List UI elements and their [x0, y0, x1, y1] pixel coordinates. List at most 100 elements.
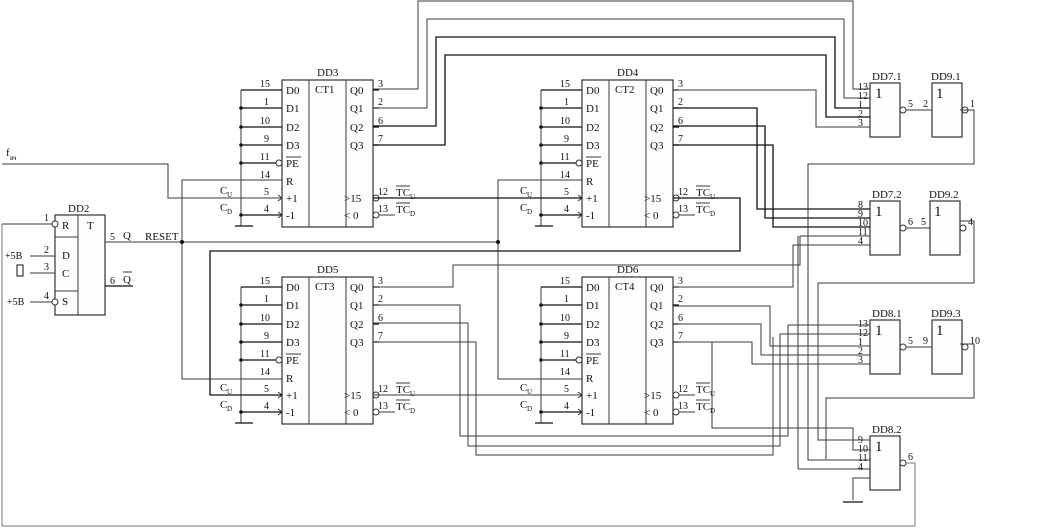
- pin-label: >15: [644, 193, 662, 205]
- pin-number: 12: [678, 384, 688, 395]
- pin-number: 4: [858, 462, 863, 473]
- pin-number: 2: [678, 294, 683, 305]
- pin-number: 4: [564, 204, 569, 215]
- pin-number: 3: [44, 262, 49, 273]
- net-label: TC: [696, 401, 710, 413]
- net-label: TC: [396, 187, 410, 199]
- pin-number: 11: [260, 349, 270, 360]
- pin-number: 1: [858, 100, 863, 111]
- gate-title: DD7.2: [872, 189, 902, 201]
- pin-number: 9: [858, 209, 863, 220]
- dd2-title: DD2: [68, 203, 89, 215]
- pin-label: R: [586, 176, 594, 188]
- dd2-pin-s: S: [62, 296, 68, 308]
- pin-number: 4: [858, 236, 863, 247]
- input-f-sub: вч: [10, 154, 17, 162]
- net-label-sub: U: [710, 193, 715, 201]
- pin-number: 15: [260, 79, 270, 90]
- clock-edge-icon: [277, 408, 283, 416]
- pin-label: PE: [286, 158, 299, 170]
- pin-label: D2: [286, 122, 299, 134]
- pin-number: 6: [678, 313, 683, 324]
- pin-number: 14: [560, 170, 570, 181]
- gate-title: DD7.1: [872, 71, 902, 83]
- net-label-sub: D: [410, 407, 415, 415]
- counter-title: DD5: [317, 264, 339, 276]
- pin-number: 14: [260, 367, 270, 378]
- net-label: C: [220, 399, 227, 411]
- inversion-bubble: [51, 298, 59, 306]
- pin-number: 1: [564, 97, 569, 108]
- pin-number: 4: [264, 401, 269, 412]
- pin-number: 11: [858, 227, 868, 238]
- pin-number: 12: [378, 187, 388, 198]
- pin-number: 5: [264, 384, 269, 395]
- pin-label: < 0: [644, 407, 659, 419]
- pin-label: Q0: [350, 282, 364, 294]
- pin-number: 2: [858, 346, 863, 357]
- dd2-out-q: Q: [123, 230, 131, 242]
- pin-number: 4: [44, 291, 49, 302]
- pin-number: 1: [264, 97, 269, 108]
- pin-number: 2: [678, 97, 683, 108]
- pin-label: Q1: [350, 103, 363, 115]
- pin-label: PE: [586, 355, 599, 367]
- pin-label: D0: [286, 85, 300, 97]
- supply-label: +5B: [5, 251, 23, 262]
- pin-number: 6: [908, 452, 913, 463]
- net-label-sub: U: [527, 191, 532, 199]
- pin-number: 3: [858, 118, 863, 129]
- gate-body: [929, 200, 961, 256]
- net-label: C: [220, 202, 227, 214]
- inversion-bubble: [899, 343, 907, 351]
- net-label: TC: [696, 187, 710, 199]
- pin-number: 2: [44, 245, 49, 256]
- pin-number: 10: [260, 116, 270, 127]
- inversion-bubble: [959, 224, 967, 232]
- pin-number: 2: [923, 99, 928, 110]
- pin-label: D1: [286, 300, 299, 312]
- net-label: C: [220, 185, 227, 197]
- pin-label: +1: [586, 390, 598, 402]
- pin-number: 10: [858, 218, 868, 229]
- pin-label: D3: [286, 140, 300, 152]
- pin-label: D1: [286, 103, 299, 115]
- pin-number: 13: [858, 82, 868, 93]
- pin-label: +1: [586, 193, 598, 205]
- gate-func: 1: [875, 439, 883, 455]
- gate-body: [931, 319, 963, 375]
- inversion-bubble: [899, 106, 907, 114]
- pin-label: >15: [344, 193, 362, 205]
- pin-label: >15: [644, 390, 662, 402]
- reset-net-label: RESET: [145, 231, 179, 243]
- counter-func: CT1: [315, 84, 335, 96]
- pin-label: +1: [286, 390, 298, 402]
- dd2-pin-d: D: [62, 250, 70, 262]
- input-f-main: f: [6, 147, 10, 159]
- pin-number: 13: [378, 204, 388, 215]
- inversion-bubble: [961, 343, 969, 351]
- gate-title: DD9.2: [929, 189, 959, 201]
- pin-label: R: [586, 373, 594, 385]
- pin-label: Q0: [650, 282, 664, 294]
- pin-number: 11: [260, 152, 270, 163]
- pin-number: 12: [678, 187, 688, 198]
- pin-label: Q2: [650, 122, 663, 134]
- logic-gates: DD7.1113121235DD7.2189101146DD8.11131212…: [858, 71, 980, 491]
- pin-label: PE: [286, 355, 299, 367]
- net-label-sub: D: [527, 405, 532, 413]
- counter-body: [281, 79, 374, 228]
- clock-edge-icon: [577, 211, 583, 219]
- pin-label: D3: [286, 337, 300, 349]
- counter-body: [581, 276, 674, 425]
- pin-number: 4: [968, 217, 973, 228]
- pin-label: < 0: [344, 210, 359, 222]
- pin-number: 10: [560, 116, 570, 127]
- pin-number: 5: [564, 384, 569, 395]
- pin-label: >15: [344, 390, 362, 402]
